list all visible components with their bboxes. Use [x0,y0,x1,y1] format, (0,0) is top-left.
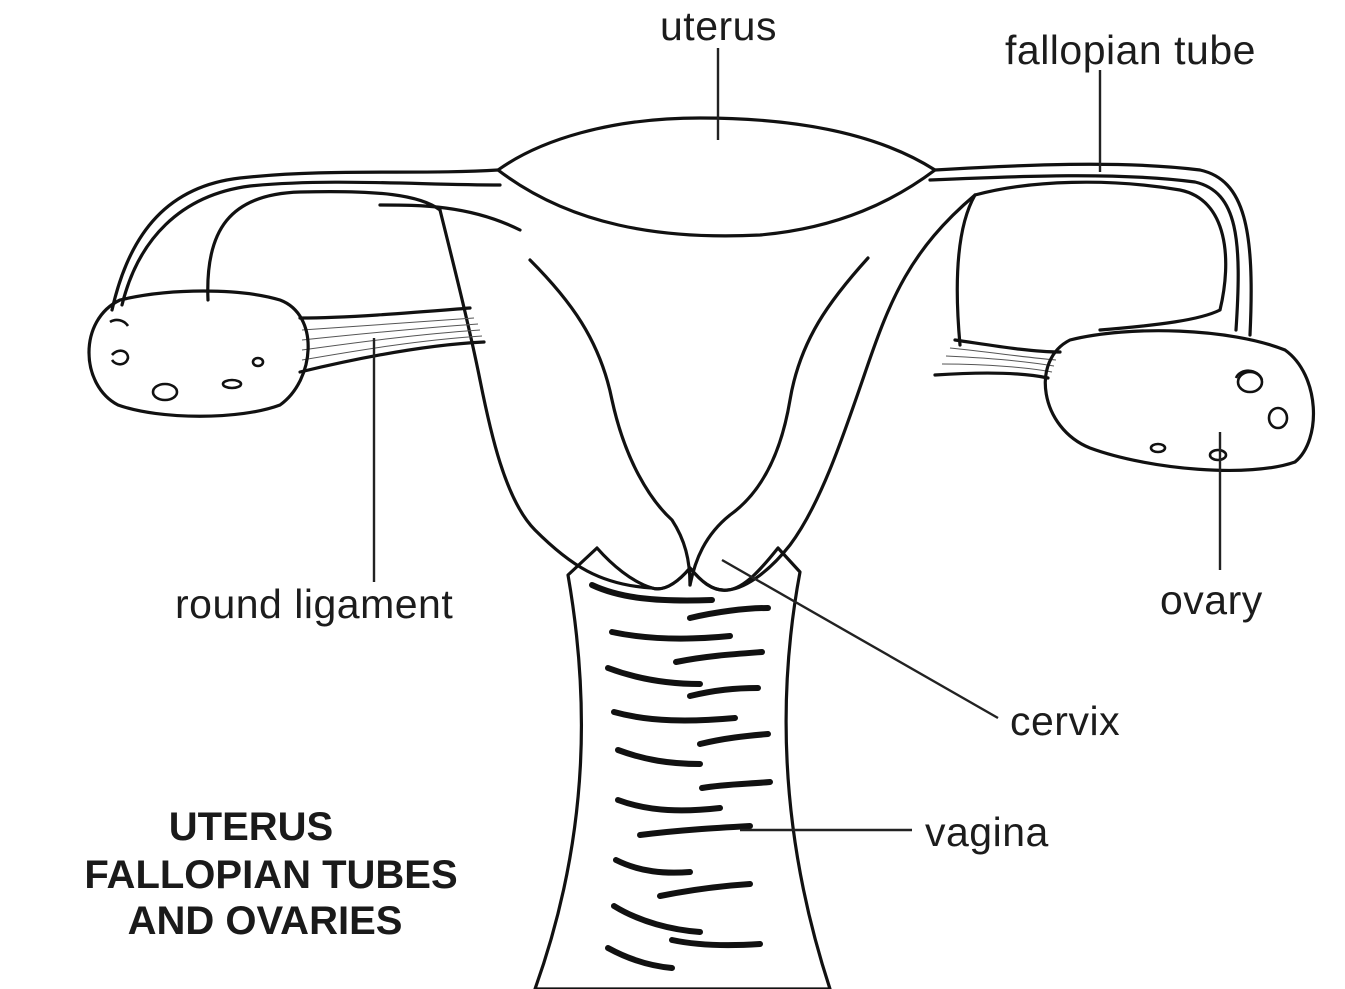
follicle [1210,450,1226,460]
vagina-shape [535,548,830,989]
ruga [608,948,672,968]
ruga [618,750,700,764]
diagram-caption: UTERUS FALLOPIAN TUBES AND OVARIES [84,805,457,943]
cervix-leader [722,560,998,718]
follicle [223,380,241,388]
left-ovary-follicles [110,320,263,400]
ruga [690,608,768,618]
ligament-edge [935,373,1048,378]
ruga [614,712,735,720]
caption-line-2: FALLOPIAN TUBES [84,853,457,897]
uterus-body [440,195,975,590]
ovary-label: ovary [1160,577,1263,623]
follicle [1269,408,1287,428]
ruga [690,688,758,696]
ruga [608,668,700,684]
follicle [153,384,177,400]
ligament-fibre [942,364,1052,372]
left-fallopian-tube-mid [122,182,500,305]
ligament-fibre [302,330,480,350]
left-ovary [89,291,308,416]
ligament-fibre [302,318,474,330]
left-fallopian-tube-inner [208,192,440,300]
ligament-edge [300,308,470,318]
right-fallopian-tube-outer [935,164,1251,335]
ruga [618,800,720,810]
ruga [702,782,770,788]
cervix-label: cervix [1010,698,1120,744]
uterus-label: uterus [660,3,777,49]
follicle [1151,444,1165,452]
ruga [614,906,700,932]
ruga [660,884,750,896]
right-fallopian-tube-mid [930,176,1238,330]
fallopian-tube-label: fallopian tube [1005,27,1256,73]
ruga [700,734,768,744]
ruga [640,826,750,835]
right-mesosalpinx [957,195,975,345]
round-ligament-label: round ligament [175,581,453,627]
left-mesosalpinx [380,205,520,230]
right-fallopian-tube-inner [975,182,1226,330]
ruga [612,632,730,639]
caption-line-1: UTERUS [169,805,333,849]
follicle [253,358,263,366]
ruga [676,652,762,662]
uterus-fundus [498,118,935,236]
vaginal-rugae [592,585,770,968]
uterine-cavity [530,260,690,585]
vagina-label: vagina [925,809,1049,855]
ruga [616,860,690,873]
ruga [672,940,760,945]
right-ovarian-ligament [935,340,1060,378]
left-ovarian-ligament [300,308,484,372]
follicle [112,351,128,365]
uterine-cavity-right [690,258,868,585]
ligament-fibre [302,336,482,360]
right-ovary [1045,331,1313,471]
follicle [110,320,128,326]
caption-line-3: AND OVARIES [128,899,403,943]
